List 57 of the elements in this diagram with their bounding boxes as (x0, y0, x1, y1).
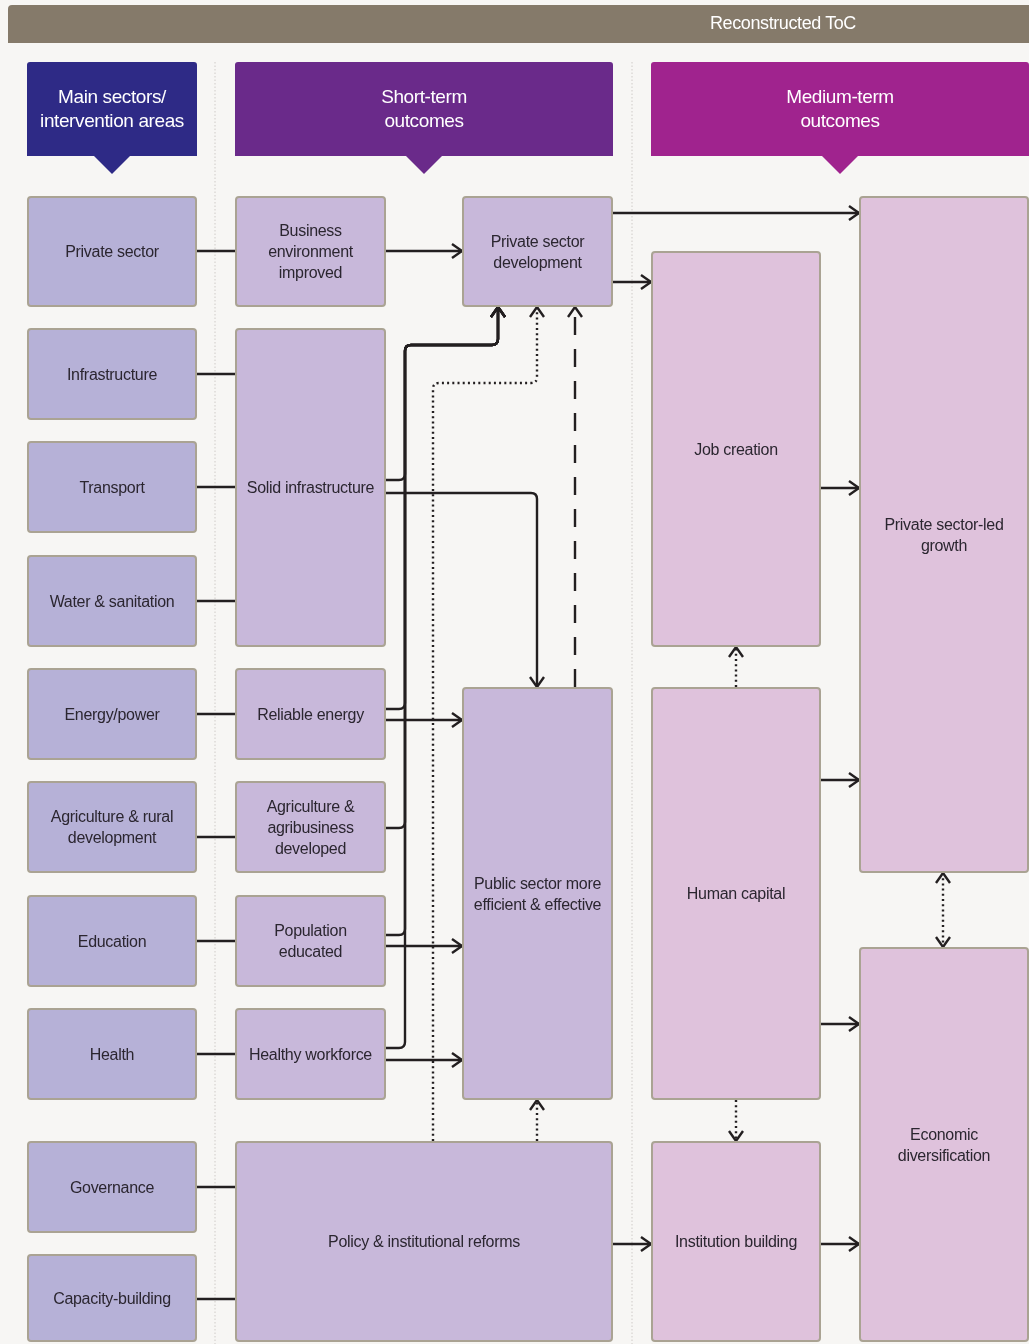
outcome-box: Policy & institutional reforms (235, 1141, 613, 1342)
outcome-box: Solid infrastructure (235, 328, 386, 647)
column-header: Short-term outcomes (235, 62, 613, 174)
outcome-box: Agriculture & agribusiness developed (235, 781, 386, 873)
arrow (386, 937, 464, 955)
arrow (386, 711, 464, 729)
arrow (431, 305, 546, 1141)
column-header: Main sectors/ intervention areas (27, 62, 197, 174)
column-header: Medium-term outcomes (651, 62, 1029, 174)
outcome-box: Economic diversification (859, 947, 1029, 1342)
arrow (386, 242, 464, 260)
arrow (613, 273, 653, 291)
arrow (386, 491, 546, 689)
arrow (386, 305, 507, 1050)
connector-line (197, 835, 235, 839)
arrow (934, 871, 952, 949)
sector-box: Infrastructure (27, 328, 197, 420)
arrow (821, 1015, 861, 1033)
sector-box: Education (27, 895, 197, 987)
connector-line (197, 372, 235, 376)
sector-box: Private sector (27, 196, 197, 307)
outcome-box: Reliable energy (235, 668, 386, 760)
arrow (821, 771, 861, 789)
outcome-box: Private sector-led growth (859, 196, 1029, 873)
connector-line (197, 485, 235, 489)
outcome-box: Public sector more efficient & effective (462, 687, 613, 1100)
sector-box: Health (27, 1008, 197, 1100)
outcome-box: Institution building (651, 1141, 821, 1342)
outcome-box: Human capital (651, 687, 821, 1100)
connector-line (197, 249, 235, 253)
outcome-box: Business environment improved (235, 196, 386, 307)
arrow (613, 1235, 653, 1253)
arrow (528, 1098, 546, 1141)
connector-line (197, 939, 235, 943)
arrow (613, 204, 861, 222)
sector-box: Water & sanitation (27, 555, 197, 647)
connector-line (197, 1185, 235, 1189)
arrow (727, 1100, 745, 1143)
outcome-box: Private sector development (462, 196, 613, 307)
title-bar: Reconstructed ToC (8, 5, 1029, 43)
connector-line (197, 1297, 235, 1301)
connector-line (197, 712, 235, 716)
outcome-box: Population educated (235, 895, 386, 987)
sector-box: Energy/power (27, 668, 197, 760)
arrow (727, 645, 745, 687)
outcome-box: Healthy workforce (235, 1008, 386, 1100)
sector-box: Capacity-building (27, 1254, 197, 1342)
arrow (566, 305, 584, 687)
outcome-box: Job creation (651, 251, 821, 647)
sector-box: Governance (27, 1141, 197, 1233)
sector-box: Agriculture & rural development (27, 781, 197, 873)
arrow (386, 1051, 464, 1069)
sector-box: Transport (27, 441, 197, 533)
arrow (821, 1235, 861, 1253)
connector-line (197, 599, 235, 603)
connector-line (197, 1052, 235, 1056)
arrow (821, 479, 861, 497)
